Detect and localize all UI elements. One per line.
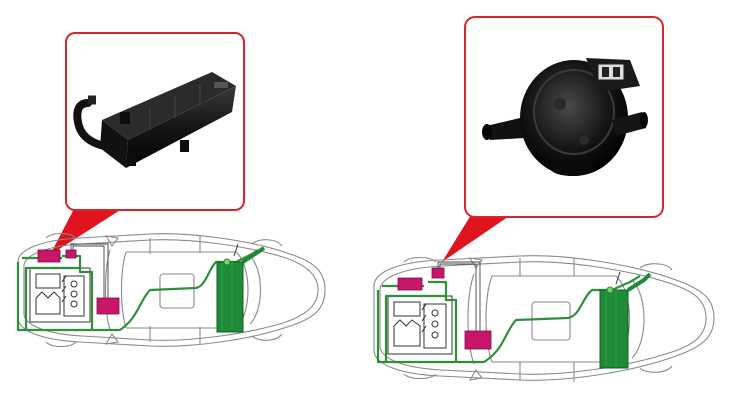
right-wiring bbox=[437, 261, 481, 331]
left-panel bbox=[16, 32, 326, 348]
left-fuel-tank bbox=[216, 243, 266, 333]
right-engine-control-unit bbox=[464, 330, 492, 350]
left-callout-pointer bbox=[50, 205, 128, 255]
left-charcoal-canister bbox=[37, 249, 61, 263]
canister-purge-valve-photo bbox=[482, 58, 648, 176]
right-panel bbox=[373, 16, 715, 382]
right-engine-block bbox=[387, 295, 453, 355]
right-canister-purge-valve bbox=[431, 267, 445, 279]
charcoal-canister-photo bbox=[73, 72, 236, 168]
left-wiring bbox=[70, 243, 109, 298]
right-callout-pointer bbox=[442, 210, 518, 262]
left-canister-purge-valve bbox=[65, 249, 77, 259]
left-engine-block bbox=[29, 267, 91, 323]
right-charcoal-canister bbox=[397, 277, 423, 291]
right-fuel-tank bbox=[599, 271, 652, 369]
left-engine-control-unit bbox=[96, 297, 120, 315]
left-car-outline bbox=[17, 232, 326, 348]
right-car-outline bbox=[373, 255, 715, 382]
